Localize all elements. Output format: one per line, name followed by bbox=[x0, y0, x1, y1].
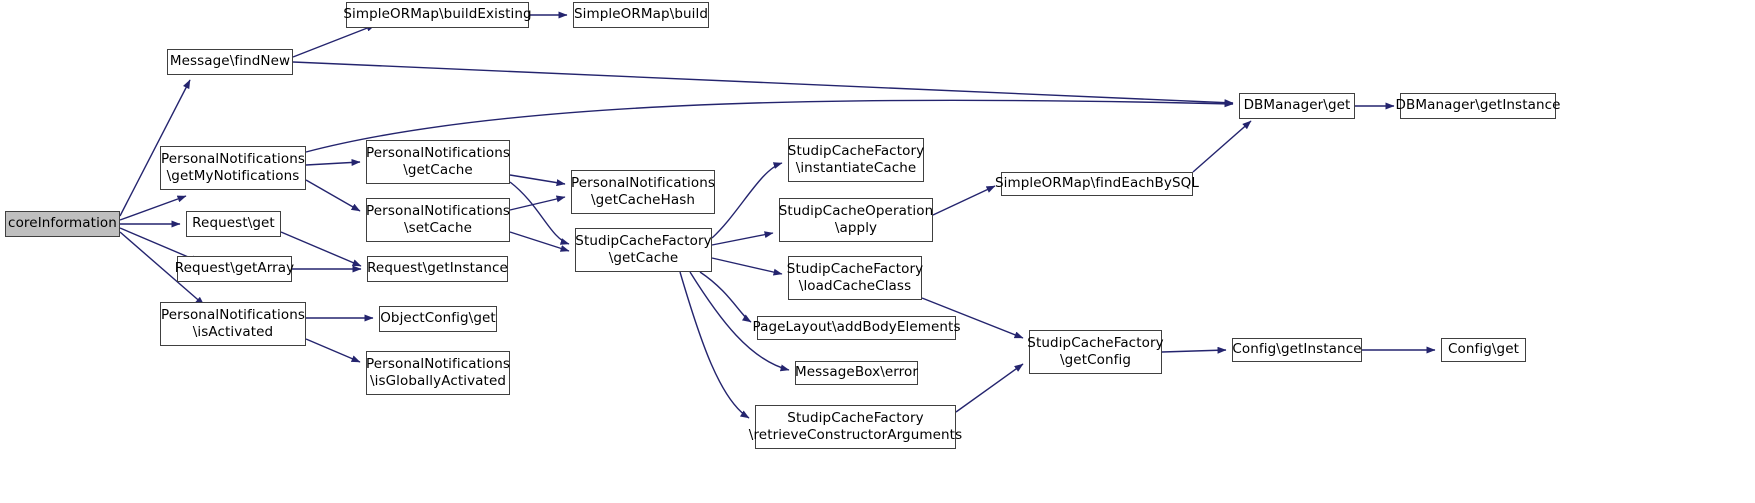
edge-scoApply-to-simpleORMapFindEachBySQL bbox=[932, 185, 996, 216]
node-label-line1: DBManager\getInstance bbox=[1395, 97, 1561, 114]
edge-simpleORMapFindEachBySQL-to-dbManagerGet bbox=[1192, 120, 1252, 173]
node-label-line1: StudipCacheFactory bbox=[787, 142, 925, 159]
node-label-line1: DBManager\get bbox=[1243, 97, 1351, 114]
edge-scfRetrieveConstructorArguments-to-scfGetConfig bbox=[955, 363, 1024, 413]
edge-scfGetCache-to-pageLayoutAddBodyElements bbox=[699, 271, 752, 323]
edge-pnGetCache-to-pnGetCacheHash bbox=[509, 174, 566, 187]
edge-pnSetCache-to-pnGetCacheHash bbox=[509, 195, 566, 211]
node-requestGetArray[interactable]: Request\getArray bbox=[174, 256, 295, 282]
node-dbManagerGetInstance[interactable]: DBManager\getInstance bbox=[1395, 93, 1560, 119]
node-requestGet[interactable]: Request\get bbox=[186, 211, 281, 237]
edge-pnSetCache-to-scfGetCache bbox=[509, 231, 570, 252]
node-label-line1: coreInformation bbox=[8, 215, 117, 232]
node-pnSetCache[interactable]: PersonalNotifications\setCache bbox=[366, 198, 510, 242]
node-label-line1: Request\getInstance bbox=[367, 260, 508, 277]
node-label-line2: \retrieveConstructorArguments bbox=[748, 427, 963, 443]
edge-scfGetCache-to-scoApply bbox=[711, 231, 774, 246]
node-label-line2: \isActivated bbox=[192, 324, 274, 340]
node-pnGetMyNotifications[interactable]: PersonalNotifications\getMyNotifications bbox=[160, 146, 306, 190]
node-label-line1: MessageBox\error bbox=[794, 364, 919, 381]
node-label-line1: PageLayout\addBodyElements bbox=[752, 319, 961, 336]
node-label-line1: Config\get bbox=[1447, 341, 1520, 358]
node-label-line1: PersonalNotifications bbox=[366, 144, 510, 161]
edge-scfGetConfig-to-configGetInstance bbox=[1161, 346, 1227, 354]
node-label-line2: \loadCacheClass bbox=[798, 278, 912, 294]
node-dbManagerGet[interactable]: DBManager\get bbox=[1239, 93, 1355, 119]
node-label-line1: SimpleORMap\findEachBySQL bbox=[994, 175, 1200, 192]
node-label-line2: \getCache bbox=[608, 250, 679, 266]
node-label-line2: \getCache bbox=[403, 162, 473, 178]
node-pnGetCacheHash[interactable]: PersonalNotifications\getCacheHash bbox=[571, 170, 715, 214]
node-label-line2: \setCache bbox=[403, 220, 473, 236]
edge-pnGetMyNotifications-to-pnGetCache bbox=[305, 158, 361, 166]
edge-pnGetMyNotifications-to-pnSetCache bbox=[305, 179, 361, 212]
node-label-line2: \isGloballyActivated bbox=[369, 373, 507, 389]
node-pnGetCache[interactable]: PersonalNotifications\getCache bbox=[366, 140, 510, 184]
node-label-line1: ObjectConfig\get bbox=[380, 310, 496, 327]
edge-messageFindNew-to-dbManagerGet bbox=[292, 61, 1234, 107]
node-label-line1: Request\getArray bbox=[174, 260, 295, 277]
node-label-line1: Message\findNew bbox=[169, 53, 291, 70]
node-pageLayoutAddBodyElements[interactable]: PageLayout\addBodyElements bbox=[752, 316, 960, 340]
node-label-line1: SimpleORMap\build bbox=[573, 6, 709, 23]
node-label-line2: \apply bbox=[834, 220, 878, 236]
node-coreInformation[interactable]: coreInformation bbox=[5, 211, 120, 237]
node-requestGetInstance[interactable]: Request\getInstance bbox=[367, 256, 508, 282]
node-label-line2: \getConfig bbox=[1059, 352, 1132, 368]
node-scfInstantiateCache[interactable]: StudipCacheFactory\instantiateCache bbox=[788, 138, 924, 182]
node-label-line1: PersonalNotifications bbox=[366, 355, 510, 372]
node-label-line1: StudipCacheOperation bbox=[778, 202, 934, 219]
node-label-line1: StudipCacheFactory bbox=[787, 409, 924, 426]
node-simpleORMapBuild[interactable]: SimpleORMap\build bbox=[573, 2, 709, 28]
node-scfRetrieveConstructorArguments[interactable]: StudipCacheFactory\retrieveConstructorAr… bbox=[749, 405, 962, 449]
node-messageBoxError[interactable]: MessageBox\error bbox=[795, 361, 918, 385]
node-label-line2: \getMyNotifications bbox=[166, 168, 300, 184]
node-objectConfigGet[interactable]: ObjectConfig\get bbox=[379, 306, 497, 332]
node-label-line1: StudipCacheFactory bbox=[786, 260, 924, 277]
node-messageFindNew[interactable]: Message\findNew bbox=[167, 49, 293, 75]
node-label-line1: StudipCacheFactory bbox=[1027, 334, 1164, 351]
node-scfLoadCacheClass[interactable]: StudipCacheFactory\loadCacheClass bbox=[786, 256, 924, 300]
node-label-line1: PersonalNotifications bbox=[161, 306, 305, 323]
node-label-line2: \getCacheHash bbox=[590, 192, 695, 208]
node-pnIsActivated[interactable]: PersonalNotifications\isActivated bbox=[160, 302, 306, 346]
edge-pnIsActivated-to-pnIsGloballyActivated bbox=[305, 338, 361, 363]
node-scfGetConfig[interactable]: StudipCacheFactory\getConfig bbox=[1027, 330, 1164, 374]
node-configGet[interactable]: Config\get bbox=[1441, 338, 1526, 362]
node-label-line1: PersonalNotifications bbox=[571, 174, 715, 191]
node-label-line1: StudipCacheFactory bbox=[575, 232, 712, 249]
edge-coreInformation-to-pnGetMyNotifications bbox=[119, 195, 187, 221]
node-label-line1: Config\getInstance bbox=[1232, 341, 1362, 358]
node-scfGetCache[interactable]: StudipCacheFactory\getCache bbox=[575, 228, 712, 272]
edge-messageFindNew-to-simpleORMapBuildExisting bbox=[292, 24, 376, 58]
node-label-line1: Request\get bbox=[192, 215, 275, 232]
node-label-line1: SimpleORMap\buildExisting bbox=[343, 6, 532, 23]
node-configGetInstance[interactable]: Config\getInstance bbox=[1232, 338, 1362, 362]
edge-scfGetCache-to-scfLoadCacheClass bbox=[711, 257, 783, 276]
edge-scfGetCache-to-scfInstantiateCache bbox=[711, 162, 783, 239]
edge-scfGetCache-to-scfRetrieveConstructorArguments bbox=[679, 271, 750, 419]
node-label-line2: \instantiateCache bbox=[795, 160, 917, 176]
node-pnIsGloballyActivated[interactable]: PersonalNotifications\isGloballyActivate… bbox=[366, 351, 510, 395]
node-simpleORMapBuildExisting[interactable]: SimpleORMap\buildExisting bbox=[343, 2, 532, 28]
node-label-line1: PersonalNotifications bbox=[161, 150, 305, 167]
node-simpleORMapFindEachBySQL[interactable]: SimpleORMap\findEachBySQL bbox=[995, 172, 1199, 196]
node-scoApply[interactable]: StudipCacheOperation\apply bbox=[779, 198, 933, 242]
node-label-line1: PersonalNotifications bbox=[366, 202, 510, 219]
edge-pnGetCache-to-scfGetCache bbox=[509, 181, 570, 245]
